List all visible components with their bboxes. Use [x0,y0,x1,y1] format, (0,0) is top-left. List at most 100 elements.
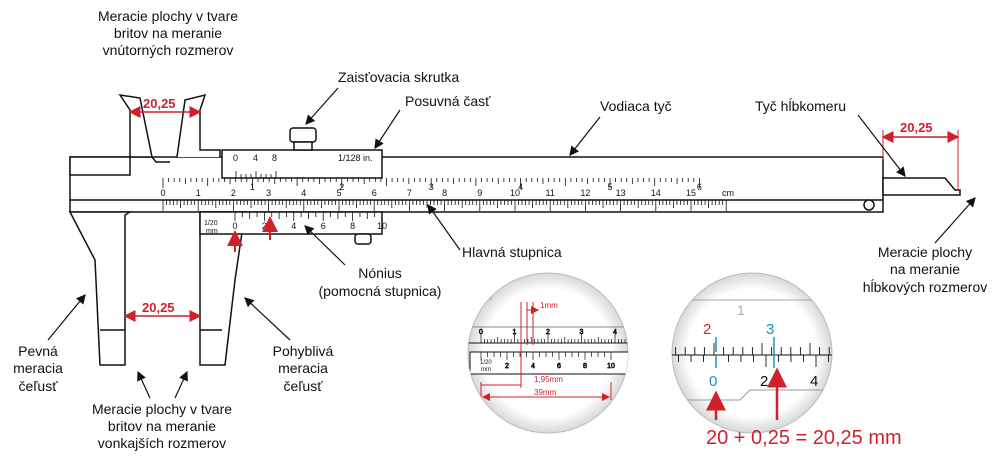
svg-text:čeľusť: čeľusť [19,378,59,394]
zoom-right-vernier-0: 0 [709,373,717,390]
zoom-left-vernier-label-6: 6 [557,363,561,370]
cm-label-14: 14 [651,188,661,198]
svg-text:britov na meranie: britov na meranie [108,418,216,434]
svg-text:Nónius: Nónius [358,265,402,281]
zoom-left-main-label-3: 3 [580,329,584,336]
zoom-left-main-label-4: 4 [613,329,617,336]
zoom-left-vernier-label-4: 4 [531,363,535,370]
outer-measurement-value: 20,25 [142,300,175,315]
label-main-scale: Hlavná stupnica [427,204,562,260]
svg-text:Pohyblivá: Pohyblivá [273,343,334,359]
inner-jaw-moving [176,93,221,158]
vernier-plate [199,211,383,235]
vernier-label-10: 10 [377,221,387,231]
zoom-lens-left: 0 1 2 3 4 2 4 6 8 10 8 1mm 1,95mm 39mm 1/20 mm [467,272,629,434]
vernier-red-arrows [227,216,278,252]
inch-vernier-4: 4 [253,153,258,163]
svg-text:Pevná: Pevná [18,343,58,359]
cm-label-10: 10 [510,188,520,198]
zoom-right-mark-3: 3 [766,321,774,338]
inch-label-3: 3 [429,182,434,192]
zoom-left-fraction: 1/20 [480,360,492,366]
vernier-label-2: 2 [262,221,267,231]
vernier-label-8: 8 [350,221,355,231]
inner-measurement: 20,25 [128,96,202,118]
zoom-left-top-digit: 8 [488,295,492,302]
svg-text:Vodiaca tyč: Vodiaca tyč [600,98,672,114]
label-moving-jaw: Pohyblivá meracia čeľusť [244,297,334,394]
cm-label-9: 9 [477,188,482,198]
zoom-right-vernier-2: 2 [760,373,768,390]
inch-vernier-8: 8 [272,153,277,163]
main-mm-scale [162,200,727,211]
label-fixed-jaw: Pevná meracia čeľusť [13,294,86,394]
zoom-left-total-label: 39mm [534,388,557,397]
svg-text:Zaisťovacia skrutka: Zaisťovacia skrutka [338,69,459,85]
inch-label-6: 6 [697,182,702,192]
zoom-left-vernier-label-2: 2 [505,363,509,370]
svg-text:Meracie plochy v tvare: Meracie plochy v tvare [92,401,232,417]
zoom-left-unit: mm [481,367,491,373]
cm-label-3: 3 [266,188,271,198]
label-vernier: Nónius (pomocná stupnica) [304,225,442,299]
slider [221,149,383,179]
svg-text:meracia: meracia [13,360,63,376]
vernier-unit: mm [206,228,218,235]
vernier-mm-scale [234,212,383,221]
vernier-fraction: 1/20 [204,220,218,227]
vernier-inch-scale [235,171,277,178]
zoom-left-offset-label: 1,95mm [534,375,563,384]
zoom-lens-right: 1 2 3 0 2 4 [671,272,833,434]
depth-rod [882,177,961,196]
cm-label-15: 15 [686,188,696,198]
inch-label-2: 2 [339,182,344,192]
vernier-label-0: 0 [232,221,237,231]
measurement-formula: 20 + 0,25 = 20,25 mm [706,427,902,449]
svg-text:vnútorných rozmerov: vnútorných rozmerov [103,42,234,58]
svg-text:britov na meranie: britov na meranie [114,25,222,41]
label-depth-rod: Tyč hĺbkomeru [755,97,906,177]
svg-text:Hlavná stupnica: Hlavná stupnica [462,244,562,260]
thumb-roller [354,233,372,245]
svg-text:meracia: meracia [278,360,328,376]
zoom-right-vernier-4: 4 [810,373,818,390]
vernier-label-4: 4 [291,221,296,231]
zoom-left-vernier-label-8: 8 [583,363,587,370]
cm-label-12: 12 [580,188,590,198]
svg-text:čeľusť: čeľusť [284,378,324,394]
svg-text:Meracie plochy: Meracie plochy [878,244,972,260]
zoom-left-main-label-0: 0 [479,329,483,336]
zoom-left-mm-label: 1mm [540,301,558,310]
caliper [68,93,961,366]
cm-unit: cm [722,188,734,198]
zoom-right-mark-2: 2 [703,321,711,338]
cm-label-4: 4 [301,188,306,198]
zoom-left-main-label-1: 1 [513,329,517,336]
inch-fraction-label: 1/128 in. [338,153,373,163]
label-slider: Posuvná časť [374,93,491,150]
zoom-left-vernier-label-10: 10 [607,363,615,370]
zoom-left-main-label-2: 2 [546,329,550,336]
svg-text:Meracie plochy v tvare: Meracie plochy v tvare [98,8,238,24]
cm-label-5: 5 [336,188,341,198]
cm-label-1: 1 [196,188,201,198]
outer-measurement: 20,25 [123,300,202,322]
label-depth-faces: Meracie plochy na meranie hĺbkových rozm… [863,197,987,295]
zoom-right-top-digit: 1 [737,302,745,318]
cm-label-7: 7 [407,188,412,198]
svg-text:Tyč hĺbkomeru: Tyč hĺbkomeru [755,97,846,114]
label-inner-jaws: Meracie plochy v tvare britov na meranie… [98,8,238,58]
inner-measurement-value: 20,25 [143,96,176,111]
svg-text:(pomocná stupnica): (pomocná stupnica) [319,283,442,299]
main-inch-scale [162,178,700,188]
label-lock-screw: Zaisťovacia skrutka [305,69,459,125]
svg-text:Posuvná časť: Posuvná časť [405,93,491,109]
inch-label-1: 1 [250,182,255,192]
fixed-jaw [68,211,133,366]
depth-measurement: 20,25 [881,120,960,190]
inch-vernier-0: 0 [233,153,238,163]
cm-label-6: 6 [372,188,377,198]
cm-label-11: 11 [546,188,555,198]
